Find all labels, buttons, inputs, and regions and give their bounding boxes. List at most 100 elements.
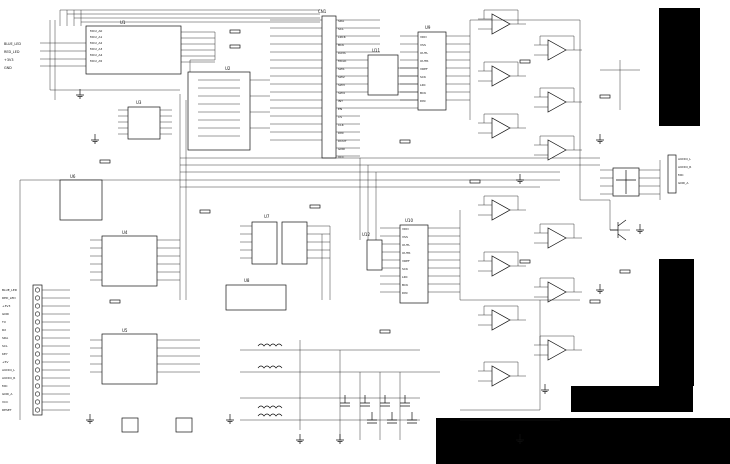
redaction-block-mid-right [659,259,694,386]
opamp-symbol [547,91,567,113]
opamp-feedback [539,277,575,292]
connector-label: RESET [2,408,12,412]
ic-u4: U4 [90,230,180,287]
dac-pin-label: OUTR [420,59,428,63]
connector-pin [34,295,40,301]
mcu-pin-label: MCU_A2 [90,41,102,45]
connector-label: VCC [2,400,8,404]
connector-pin [34,327,40,333]
bus-pin-label: GND [338,147,346,151]
opamp-symbol [491,65,511,87]
left-connector-array: BLUE_LEDRED_LED+3V3GNDTXRXSDASCLKEY+5VAU… [1,284,70,416]
opamp-feedback [483,9,519,24]
connector-pin [34,367,40,373]
connector-label: SDA [2,336,9,340]
connector-pin [34,343,40,349]
dac-pin-label: LRC [420,83,426,87]
bus-pin-label: LRCK [338,35,347,39]
svg-text:U1: U1 [120,20,126,25]
resistor-symbol [379,329,391,334]
connector-pin [34,407,40,413]
opamp-symbol [547,39,567,61]
ground-symbol [76,89,84,99]
connector-pin [34,383,40,389]
opamp-feedback [539,87,575,102]
opamp-feedback [539,135,575,150]
dac-pin-label: OUTL [402,243,410,247]
dac-pin-label: VDD [420,35,427,39]
dac-pin-label: SCK [420,75,427,79]
dac-pin-label: VSS [420,43,426,47]
ground-symbol [541,384,549,394]
opamp-symbol [491,365,511,387]
svg-text:U2: U2 [225,66,231,71]
audio-wires [459,19,661,421]
transistor-q1 [610,219,627,241]
connector-label: BLUE_LED [2,288,18,292]
connector-label: GND [2,312,10,316]
middle-bus-wires [19,94,600,420]
connector-label: RX [2,328,6,332]
bus-pin-label: DIN [338,131,343,135]
opamp-feedback [483,195,519,210]
opamp-symbol [491,117,511,139]
resistor-symbol [229,29,241,34]
svg-text:U10: U10 [405,218,413,223]
label-3v3: +3V3 [4,58,13,62]
connector-label: +3V3 [2,304,10,308]
ground-symbol [516,174,524,184]
ic-u6: U6 [59,174,103,221]
connector-label: RED_LED [2,296,16,300]
power-section [121,340,440,440]
dac-pin-label: BCK [420,91,427,95]
bus-pin-label: MCLK [338,59,347,63]
mcu-pin-label: MCU_A1 [90,35,102,39]
dac-pin-label: VREF [402,259,410,263]
resistor-symbol [199,209,211,214]
bus-pin-label: VCC [338,155,344,159]
svg-text:U11: U11 [372,48,380,53]
bus-pin-label: SW4 [338,91,345,95]
bus-pin-label: DATA [338,51,347,55]
opamp-feedback [483,361,519,376]
resistor-symbol [589,299,601,304]
connector-label: +5V [2,360,9,364]
opamp-feedback [483,113,519,128]
dac-pin-label: VDD [402,227,409,231]
resistor-symbol [399,139,411,144]
bus-pin-label: SCL [338,27,344,31]
opamp-symbol [547,227,567,249]
ic-u8: U8 [225,278,287,311]
mcu-pin-label: MCU_A3 [90,47,102,51]
opamp-feedback [539,223,575,238]
dac-pin-label: OUTR [402,251,410,255]
dac-pin-label: DIN [402,291,407,295]
connector-label: GND_A [2,392,13,396]
svg-text:U7: U7 [264,214,270,219]
ground-symbol [226,414,234,424]
redaction-block-lower-right [571,386,693,412]
resistor-symbol [599,94,611,99]
dac-pin-label: SCK [402,267,409,271]
connector-label: AUDIO_R [2,376,15,380]
output-label: AUDIO_R [678,165,691,169]
ic-u3: U3 [118,100,172,140]
connector-pin [34,303,40,309]
ground-symbol [91,134,99,144]
ground-symbol [516,434,524,444]
svg-text:U9: U9 [425,25,431,30]
svg-text:U3: U3 [136,100,142,105]
dac-pin-label: VSS [402,235,408,239]
connector-label: TX [1,320,6,324]
ic-u2: U2 [187,66,270,151]
ground-symbol [336,434,344,444]
opamp-feedback [483,61,519,76]
connector-label: KEY [2,352,8,356]
opamp-feedback [483,251,519,266]
ground-symbol [86,414,94,424]
connector-pin [34,375,40,381]
mcu-pin-label: MCU_A4 [90,53,102,57]
